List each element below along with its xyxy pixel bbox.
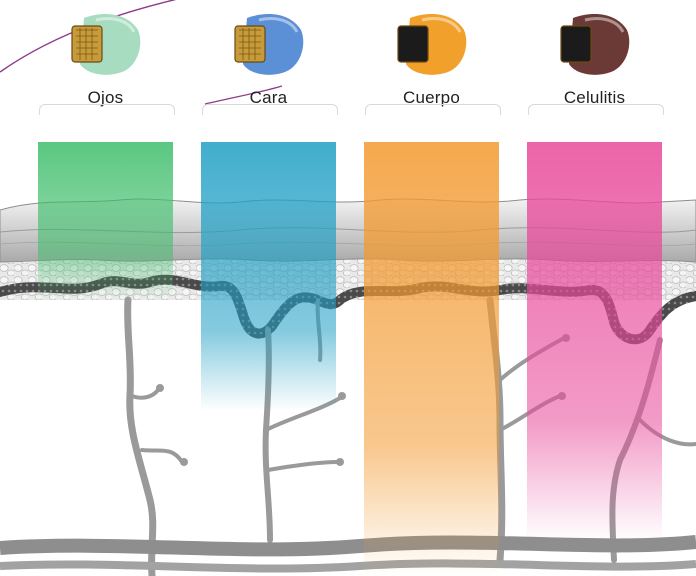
label-bracket — [202, 104, 338, 115]
depth-column-celulitis — [527, 142, 662, 541]
label-bracket — [365, 104, 501, 115]
device-head-cara — [229, 8, 309, 78]
device-head-ojos — [66, 8, 146, 78]
label-bracket — [39, 104, 175, 115]
depth-column-cuerpo — [364, 142, 499, 576]
label-bracket — [528, 104, 664, 115]
deep-vessel — [0, 542, 696, 549]
device-head-celulitis — [555, 8, 635, 78]
depth-column-cara — [201, 142, 336, 411]
device-head-cuerpo — [392, 8, 472, 78]
depth-column-ojos — [38, 142, 173, 298]
